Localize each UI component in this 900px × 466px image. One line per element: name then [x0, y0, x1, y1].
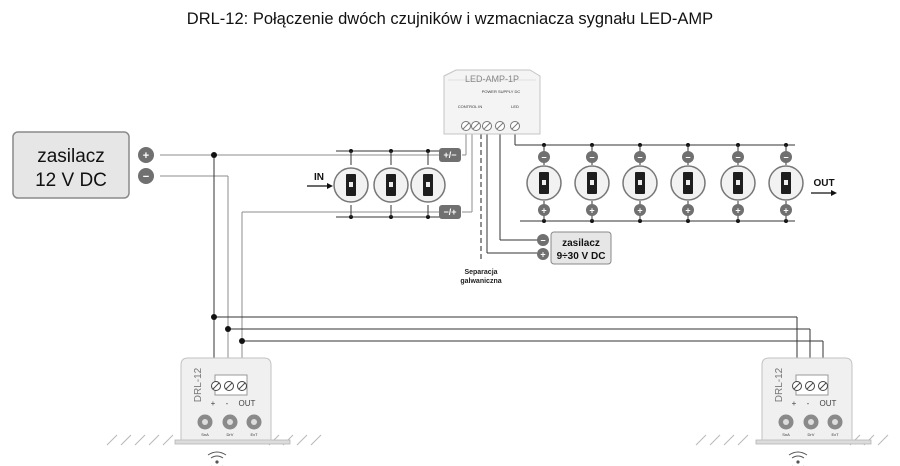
psu-amp-minus: −: [540, 236, 545, 246]
separation-line2: galwaniczna: [460, 278, 501, 285]
led-module: [373, 151, 409, 217]
sensor-terminal-out: OUT: [239, 399, 256, 408]
led-plus: +: [541, 206, 546, 216]
psu-amp-plus: +: [540, 250, 545, 260]
led-module: − +: [768, 145, 804, 221]
sensor-terminals: [211, 381, 247, 391]
amp-sub-left: CONTROL IN: [458, 104, 483, 109]
separation-label: Separacja galwaniczna: [460, 269, 501, 285]
gray-wires: [160, 132, 473, 360]
led-plus: +: [783, 206, 788, 216]
out-label: OUT: [813, 178, 834, 189]
separation-line1: Separacja: [464, 269, 497, 276]
sensor-right: DRL-12 + - OUT SnA DrV ExT: [695, 357, 889, 466]
led-module: − +: [720, 145, 756, 221]
sensor-name: DRL-12: [774, 367, 785, 402]
psu-main-line2: 12 V DC: [35, 170, 107, 191]
input-arrow: IN: [307, 172, 333, 189]
psu-main: zasilacz 12 V DC + −: [12, 131, 154, 199]
ground-hatch: [106, 434, 322, 446]
sensor-left: DRL-12 + - OUT SnA DrV ExT: [106, 357, 322, 466]
led-module: − +: [622, 145, 658, 221]
led-minus: −: [735, 153, 740, 163]
psu-amp-line1: zasilacz: [562, 238, 600, 249]
diagram-title: DRL-12: Połączenie dwóch czujników i wzm…: [187, 10, 713, 28]
led-plus: +: [685, 206, 690, 216]
led-plus: +: [735, 206, 740, 216]
led-strip-output: − + − + − + − + −: [526, 145, 804, 221]
led-minus: −: [685, 153, 690, 163]
output-arrow: OUT: [811, 178, 837, 196]
psu-amp: zasilacz 9÷30 V DC − +: [537, 231, 612, 265]
amp-name: LED-AMP-1P: [465, 74, 519, 84]
amp-sub-right: LED: [511, 104, 519, 109]
psu-amp-line2: 9÷30 V DC: [557, 251, 606, 262]
sensor-button-ext: ExT: [250, 432, 258, 437]
led-minus: −: [541, 153, 546, 163]
polarity-top: +/−: [443, 150, 456, 160]
led-plus: +: [637, 206, 642, 216]
amp-terminals: [461, 121, 520, 131]
sensor-button-drv: DrV: [227, 432, 234, 437]
polarity-bottom: −/+: [443, 207, 456, 217]
amplifier-led-amp: LED-AMP-1P POWER SUPPLY DC CONTROL IN LE…: [443, 69, 541, 135]
led-module: − +: [670, 145, 706, 221]
input-polarity: +/− −/+: [439, 148, 461, 219]
led-module: − +: [526, 145, 562, 221]
psu-main-plus: +: [143, 150, 149, 162]
signal-waves-icon: [207, 451, 227, 466]
sensor-terminal-minus: -: [807, 399, 810, 408]
led-module: [333, 151, 369, 217]
led-module: [410, 151, 446, 217]
led-minus: −: [783, 153, 788, 163]
sensor-terminals: [792, 381, 828, 391]
signal-waves-icon: [788, 451, 808, 466]
sensor-buttons: [197, 414, 262, 430]
led-plus: +: [589, 206, 594, 216]
sensor-terminal-out: OUT: [820, 399, 837, 408]
in-label: IN: [314, 172, 324, 183]
sensor-terminal-plus: +: [211, 399, 216, 408]
psu-main-minus: −: [143, 171, 149, 183]
sensor-button-drv: DrV: [808, 432, 815, 437]
led-minus: −: [589, 153, 594, 163]
amp-sub-top: POWER SUPPLY DC: [482, 89, 521, 94]
psu-main-line1: zasilacz: [37, 146, 105, 167]
sensor-terminal-minus: -: [226, 399, 229, 408]
led-strip-input: [333, 151, 446, 217]
sensor-name: DRL-12: [193, 367, 204, 402]
sensor-buttons: [778, 414, 843, 430]
sensor-terminal-plus: +: [792, 399, 797, 408]
led-module: − +: [574, 145, 610, 221]
sensor-button-sna: SnA: [782, 432, 790, 437]
led-minus: −: [637, 153, 642, 163]
sensor-button-sna: SnA: [201, 432, 209, 437]
sensor-button-ext: ExT: [831, 432, 839, 437]
